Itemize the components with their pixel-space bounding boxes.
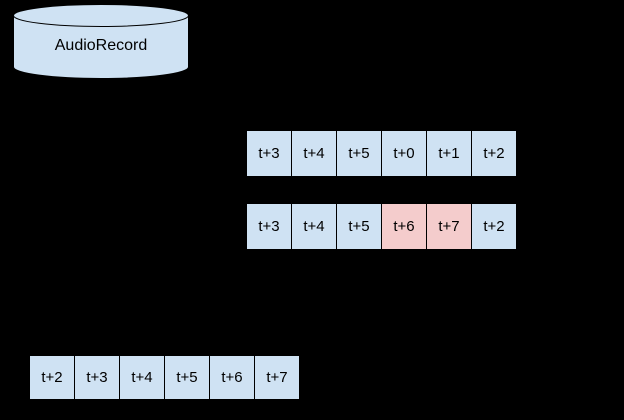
buffer-cell: t+3	[246, 130, 291, 177]
buffer-cell: t+4	[119, 355, 164, 400]
cylinder-top	[13, 4, 189, 27]
buffer-cell: t+0	[381, 130, 426, 177]
buffer-row-after: t+3 t+4 t+5 t+6 t+7 t+2	[246, 203, 517, 250]
buffer-cell: t+4	[291, 130, 336, 177]
buffer-cell-highlighted: t+6	[381, 203, 426, 250]
buffer-cell: t+5	[164, 355, 209, 400]
cylinder-label: AudioRecord	[54, 37, 148, 54]
buffer-cell: t+4	[291, 203, 336, 250]
buffer-row-before: t+3 t+4 t+5 t+0 t+1 t+2	[246, 130, 517, 177]
buffer-cell: t+5	[336, 130, 381, 177]
buffer-cell: t+3	[246, 203, 291, 250]
buffer-cell: t+2	[471, 203, 517, 250]
cylinder-body	[13, 15, 189, 79]
buffer-cell: t+2	[471, 130, 517, 177]
buffer-cell: t+6	[209, 355, 254, 400]
audiorecord-cylinder: AudioRecord	[12, 3, 190, 81]
buffer-cell: t+1	[426, 130, 471, 177]
buffer-cell: t+2	[29, 355, 74, 400]
buffer-cell-highlighted: t+7	[426, 203, 471, 250]
output-row: t+2 t+3 t+4 t+5 t+6 t+7	[29, 355, 300, 400]
cylinder-icon	[13, 4, 189, 79]
buffer-cell: t+7	[254, 355, 300, 400]
buffer-cell: t+5	[336, 203, 381, 250]
buffer-cell: t+3	[74, 355, 119, 400]
